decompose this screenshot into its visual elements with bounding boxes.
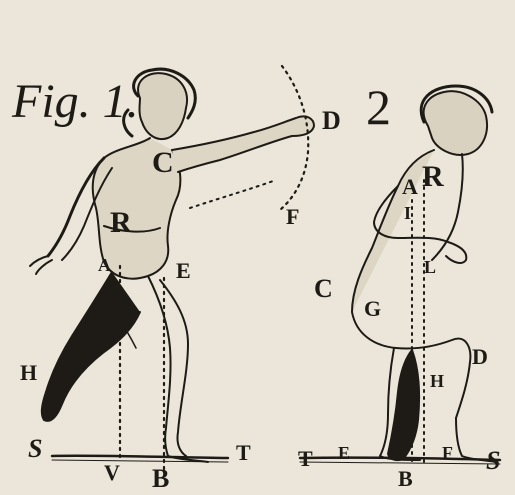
label-fig2-l: L bbox=[424, 258, 436, 276]
label-fig1-s: S bbox=[28, 436, 42, 462]
figure-1-body bbox=[30, 69, 314, 462]
dotted-body-to-f bbox=[190, 180, 276, 208]
label-fig2-d: D bbox=[472, 346, 488, 368]
label-fig2-h: H bbox=[430, 372, 444, 390]
figure-2-title: 2 bbox=[366, 82, 391, 132]
label-fig1-c: C bbox=[152, 148, 174, 178]
label-fig1-r: R bbox=[110, 208, 132, 238]
label-fig1-d: D bbox=[322, 108, 341, 134]
label-fig2-s: S bbox=[486, 448, 500, 474]
label-fig1-t: T bbox=[236, 442, 251, 464]
label-fig1-h: H bbox=[20, 362, 37, 384]
label-fig2-e: E bbox=[338, 444, 350, 462]
label-fig2-f: F bbox=[442, 444, 453, 462]
label-fig2-r: R bbox=[422, 162, 444, 192]
label-fig2-c: C bbox=[314, 276, 333, 302]
label-fig1-v: V bbox=[104, 462, 120, 484]
label-fig1-a: A bbox=[98, 256, 111, 274]
label-fig2-t: T bbox=[298, 448, 313, 470]
label-fig2-a: A bbox=[402, 176, 418, 198]
label-fig1-b: B bbox=[152, 466, 169, 492]
ground-line-s-t bbox=[52, 456, 228, 458]
label-fig1-f: F bbox=[286, 206, 299, 228]
label-fig2-i: I bbox=[404, 204, 411, 222]
label-fig2-b: B bbox=[398, 468, 413, 490]
label-fig1-e: E bbox=[176, 260, 191, 282]
figure-1-title: Fig. 1. bbox=[12, 78, 139, 126]
label-fig2-g: G bbox=[364, 298, 381, 320]
